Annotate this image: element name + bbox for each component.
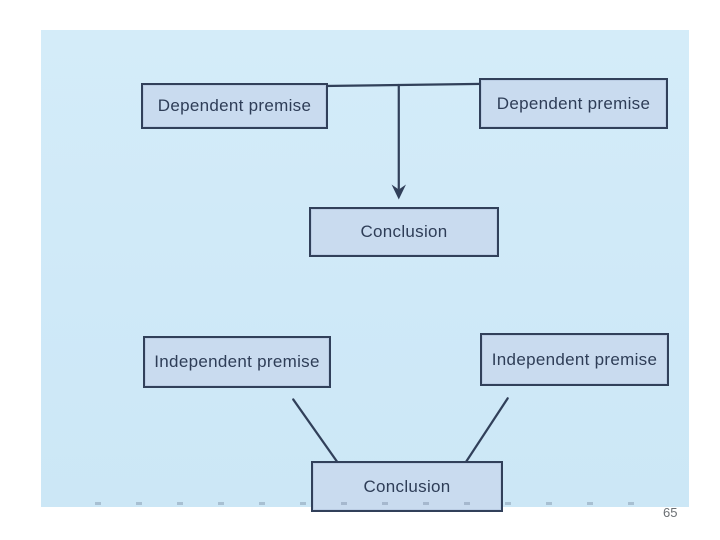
box-independent-premise-left: Independent premise bbox=[143, 336, 331, 388]
independent-premises-connectors bbox=[292, 397, 509, 469]
page-number: 65 bbox=[663, 505, 678, 520]
box-independent-premise-right: Independent premise bbox=[480, 333, 669, 386]
diagonal-arrow-right-line bbox=[462, 397, 509, 468]
arrowhead-down-icon bbox=[391, 184, 406, 200]
diagram-panel: Dependent premise Dependent premise Conc… bbox=[41, 30, 689, 512]
box-dependent-premise-left: Dependent premise bbox=[141, 83, 328, 129]
dependent-premises-connector bbox=[313, 82, 484, 190]
cropped-caption-remnant bbox=[95, 502, 660, 505]
box-dependent-premise-right: Dependent premise bbox=[479, 78, 668, 129]
box-conclusion-top: Conclusion bbox=[309, 207, 499, 257]
diagonal-arrow-left-line bbox=[292, 398, 343, 469]
box-conclusion-bottom: Conclusion bbox=[311, 461, 503, 512]
